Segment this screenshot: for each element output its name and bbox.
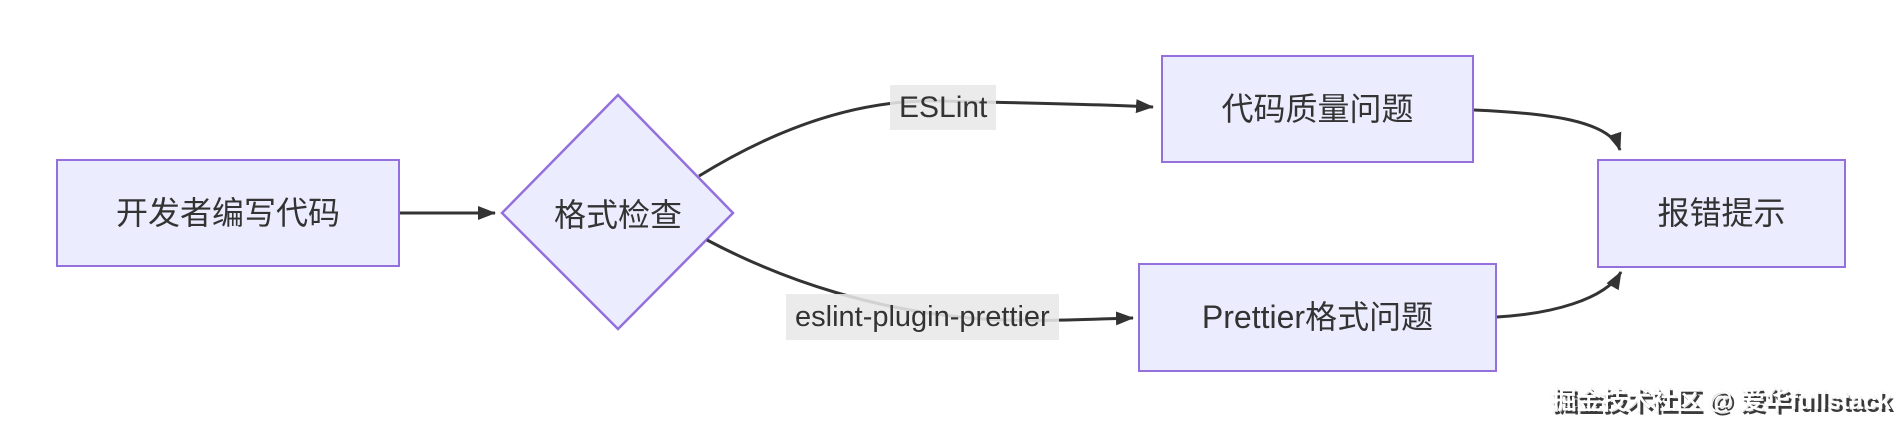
edge-quality-to-error xyxy=(1473,108,1622,151)
watermark-text-highlight: 掘金技术社区 @ 爱华fullstack xyxy=(1551,387,1891,415)
node-format-check-label: 格式检查 xyxy=(553,197,682,233)
edge-prettier-to-error xyxy=(1496,271,1623,319)
edge-label-eslint-text: ESLint xyxy=(899,90,988,124)
decision-diamond-shape xyxy=(500,93,735,331)
node-code-quality-issues-label: 代码质量问题 xyxy=(1221,90,1414,127)
node-format-check: 格式检查 xyxy=(502,163,734,263)
node-code-quality-issues: 代码质量问题 xyxy=(1161,55,1474,163)
node-prettier-format-issues-label: Prettier格式问题 xyxy=(1201,299,1434,336)
node-error-prompt-label: 报错提示 xyxy=(1657,195,1786,232)
node-developer-writes-code: 开发者编写代码 xyxy=(56,159,400,267)
edge-label-eslint-plugin-prettier-text: eslint-plugin-prettier xyxy=(795,300,1050,333)
edge-label-eslint-plugin-prettier: eslint-plugin-prettier xyxy=(786,294,1059,340)
node-developer-writes-code-label: 开发者编写代码 xyxy=(115,194,340,231)
node-prettier-format-issues: Prettier格式问题 xyxy=(1138,263,1497,372)
watermark: 掘金技术社区 @ 爱华fullstack 掘金技术社区 @ 爱华fullstac… xyxy=(1551,384,1894,420)
watermark-text: 掘金技术社区 @ 爱华fullstack xyxy=(1554,390,1894,418)
edge-label-eslint: ESLint xyxy=(890,85,997,130)
node-error-prompt: 报错提示 xyxy=(1597,159,1846,268)
